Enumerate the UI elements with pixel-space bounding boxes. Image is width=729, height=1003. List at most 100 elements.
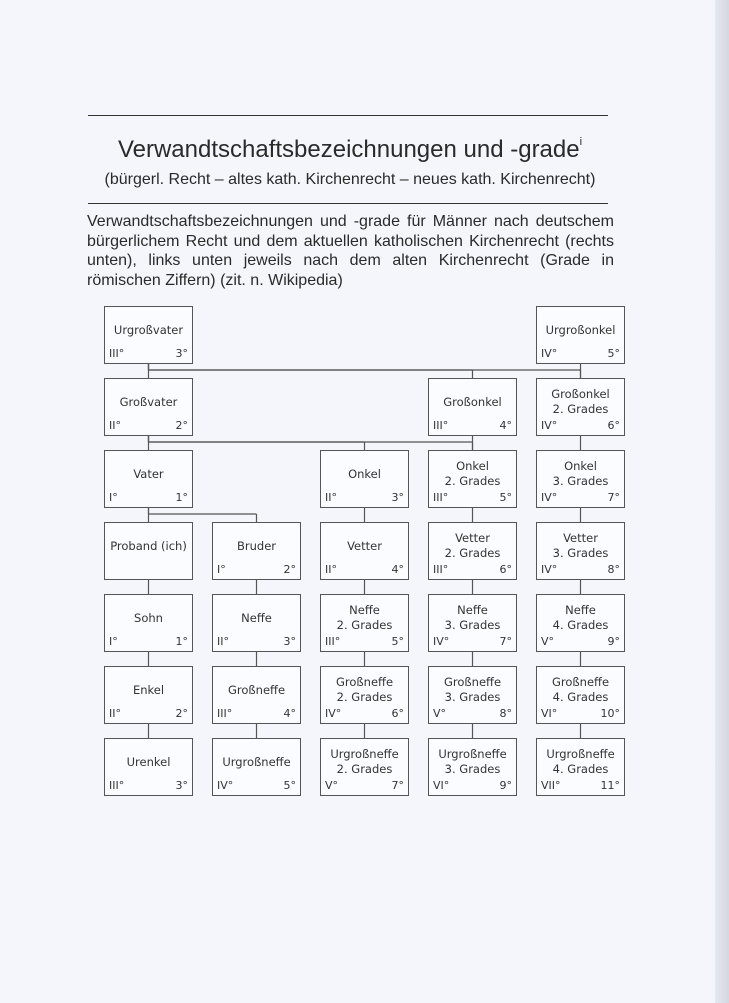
civil-degree: 6°: [499, 563, 513, 576]
old-canon-degree: IV°: [541, 347, 558, 360]
civil-degree: 1°: [175, 491, 189, 504]
old-canon-degree: IV°: [217, 779, 234, 792]
relative-name: Neffe: [241, 610, 272, 625]
relative-name: Urgroßonkel: [545, 322, 616, 337]
old-canon-degree: IV°: [541, 563, 558, 576]
relative-name: Großneffe 3. Grades: [443, 675, 502, 704]
civil-degree: 9°: [607, 635, 621, 648]
relative-box-proband: Proband (ich): [104, 522, 193, 580]
relative-name: Großonkel: [443, 394, 502, 409]
civil-degree: 3°: [175, 779, 189, 792]
page-title: Verwandtschaftsbezeichnungen und -gradei: [0, 136, 700, 164]
old-canon-degree: IV°: [433, 635, 450, 648]
old-canon-degree: II°: [217, 635, 229, 648]
relative-name: Großonkel 2. Grades: [551, 387, 610, 416]
civil-degree: 2°: [175, 419, 189, 432]
civil-degree: 4°: [391, 563, 405, 576]
old-canon-degree: VII°: [541, 779, 561, 792]
civil-degree: 10°: [600, 707, 621, 720]
old-canon-degree: III°: [433, 419, 449, 432]
relative-name: Onkel 2. Grades: [444, 459, 501, 488]
relative-name: Großneffe: [227, 682, 286, 697]
civil-degree: 5°: [499, 491, 513, 504]
relative-name: Großvater: [119, 394, 178, 409]
relative-name: Urgroßneffe 4. Grades: [546, 747, 615, 776]
old-canon-degree: III°: [325, 635, 341, 648]
relative-name: Großneffe 4. Grades: [551, 675, 610, 704]
old-canon-degree: III°: [433, 491, 449, 504]
relative-name: Bruder: [236, 538, 276, 553]
relative-name: Urgroßvater: [113, 322, 184, 337]
relative-name: Sohn: [134, 610, 163, 625]
old-canon-degree: IV°: [325, 707, 342, 720]
civil-degree: 6°: [391, 707, 405, 720]
relative-name: Enkel: [132, 682, 165, 697]
civil-degree: 2°: [175, 707, 189, 720]
old-canon-degree: IV°: [541, 419, 558, 432]
civil-degree: 4°: [499, 419, 513, 432]
relative-name: Onkel: [348, 466, 381, 481]
civil-degree: 5°: [391, 635, 405, 648]
page-subtitle: (bürgerl. Recht – altes kath. Kirchenrec…: [104, 171, 596, 188]
old-canon-degree: IV°: [541, 491, 558, 504]
civil-degree: 5°: [283, 779, 297, 792]
relative-name: Vetter 2. Grades: [444, 531, 501, 560]
title-text: Verwandtschaftsbezeichnungen und -grade: [117, 136, 580, 163]
old-canon-degree: III°: [217, 707, 233, 720]
relative-name: Proband (ich): [110, 538, 187, 553]
relative-name: Großneffe 2. Grades: [335, 675, 394, 704]
intro-paragraph: Verwandtschaftsbezeichnungen und -grade …: [87, 213, 614, 289]
relative-name: Neffe 4. Grades: [552, 603, 609, 632]
civil-degree: 3°: [175, 347, 189, 360]
top-rule: [88, 115, 608, 116]
relative-name: Neffe 3. Grades: [444, 603, 501, 632]
old-canon-degree: V°: [325, 779, 339, 792]
civil-degree: 1°: [175, 635, 189, 648]
old-canon-degree: V°: [433, 707, 447, 720]
old-canon-degree: III°: [433, 563, 449, 576]
old-canon-degree: VI°: [541, 707, 558, 720]
page-edge: [715, 0, 729, 1003]
old-canon-degree: III°: [109, 779, 125, 792]
civil-degree: 8°: [499, 707, 513, 720]
old-canon-degree: II°: [109, 419, 121, 432]
civil-degree: 11°: [600, 779, 621, 792]
civil-degree: 5°: [607, 347, 621, 360]
old-canon-degree: V°: [541, 635, 555, 648]
relative-name: Neffe 2. Grades: [336, 603, 393, 632]
civil-degree: 8°: [607, 563, 621, 576]
old-canon-degree: VI°: [433, 779, 450, 792]
relative-name: Urgroßneffe: [222, 754, 291, 769]
old-canon-degree: I°: [217, 563, 226, 576]
civil-degree: 7°: [391, 779, 405, 792]
title-footnote-mark: i: [579, 136, 583, 148]
civil-degree: 7°: [607, 491, 621, 504]
old-canon-degree: III°: [109, 347, 125, 360]
relative-name: Vetter 3. Grades: [552, 531, 609, 560]
relative-name: Urenkel: [126, 754, 171, 769]
relative-name: Urgroßneffe 3. Grades: [438, 747, 507, 776]
old-canon-degree: I°: [109, 491, 118, 504]
